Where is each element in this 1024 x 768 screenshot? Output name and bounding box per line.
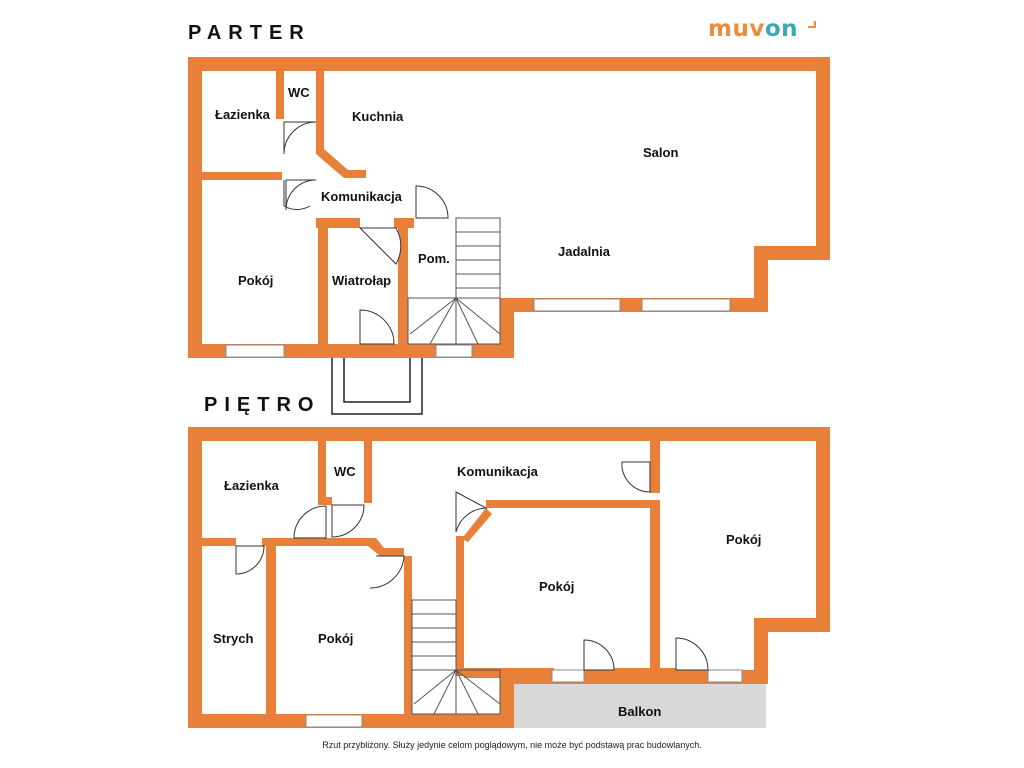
- door-arc: [359, 309, 395, 345]
- room-label: Komunikacja: [457, 464, 539, 479]
- room-label: Pokój: [726, 532, 761, 547]
- room-label: Kuchnia: [352, 109, 404, 124]
- interior-walls-pietro: [202, 441, 676, 714]
- room-label: Pokój: [238, 273, 273, 288]
- porch-outline: [331, 358, 423, 415]
- room-label: Wiatrołap: [332, 273, 391, 288]
- floor-title-pietro: PIĘTRO: [204, 394, 321, 416]
- door-arc: [621, 461, 651, 493]
- windows-pietro: [305, 669, 743, 728]
- stairs-pietro: [411, 599, 501, 715]
- room-label: Pokój: [539, 579, 574, 594]
- floor-plan: Łazienka WC Kuchnia Salon Komunikacja Po…: [188, 57, 830, 728]
- room-labels-parter: Łazienka WC Kuchnia Salon Komunikacja Po…: [215, 85, 678, 288]
- logo-part-2: on: [764, 16, 799, 42]
- room-label: Pom.: [418, 251, 450, 266]
- room-label: Pokój: [318, 631, 353, 646]
- door-arc: [358, 227, 402, 265]
- logo-arrow-icon: [808, 21, 816, 28]
- room-label: Balkon: [618, 704, 661, 719]
- windows-parter: [225, 298, 731, 358]
- room-label: Łazienka: [215, 107, 271, 122]
- doors-parter: [283, 121, 449, 345]
- doors-pietro: [235, 461, 709, 671]
- room-label: Komunikacja: [321, 189, 403, 204]
- door-arc: [369, 555, 405, 589]
- door-arc: [455, 491, 488, 533]
- room-label: Salon: [643, 145, 678, 160]
- room-label: Strych: [213, 631, 254, 646]
- door-arc: [583, 639, 615, 671]
- interior-walls-parter: [202, 71, 416, 358]
- room-labels-pietro: Łazienka WC Komunikacja Pokój Pokój Stry…: [213, 464, 761, 719]
- door-arc: [675, 637, 709, 671]
- balcony-area: [514, 684, 766, 728]
- logo-part-1: muv: [708, 16, 765, 42]
- room-label: WC: [334, 464, 356, 479]
- floor-title-parter: PARTER: [188, 22, 311, 44]
- door-arc: [283, 121, 317, 155]
- room-label: Łazienka: [224, 478, 280, 493]
- door-arc: [415, 185, 449, 219]
- door-arc: [293, 505, 327, 539]
- outer-wall-parter: [188, 57, 830, 358]
- room-label: WC: [288, 85, 310, 100]
- disclaimer-text: Rzut przybliżony. Służy jedynie celom po…: [322, 740, 702, 750]
- door-arc: [331, 504, 365, 538]
- door-arc: [285, 179, 317, 211]
- door-arc: [283, 180, 311, 210]
- floor-plan-pietro: Łazienka WC Komunikacja Pokój Pokój Stry…: [188, 427, 830, 728]
- door-arc: [235, 545, 265, 575]
- muvon-logo: muvon: [708, 16, 798, 42]
- room-label: Jadalnia: [558, 244, 611, 259]
- floor-plan-parter: Łazienka WC Kuchnia Salon Komunikacja Po…: [188, 57, 830, 415]
- stairs-parter: [407, 217, 501, 345]
